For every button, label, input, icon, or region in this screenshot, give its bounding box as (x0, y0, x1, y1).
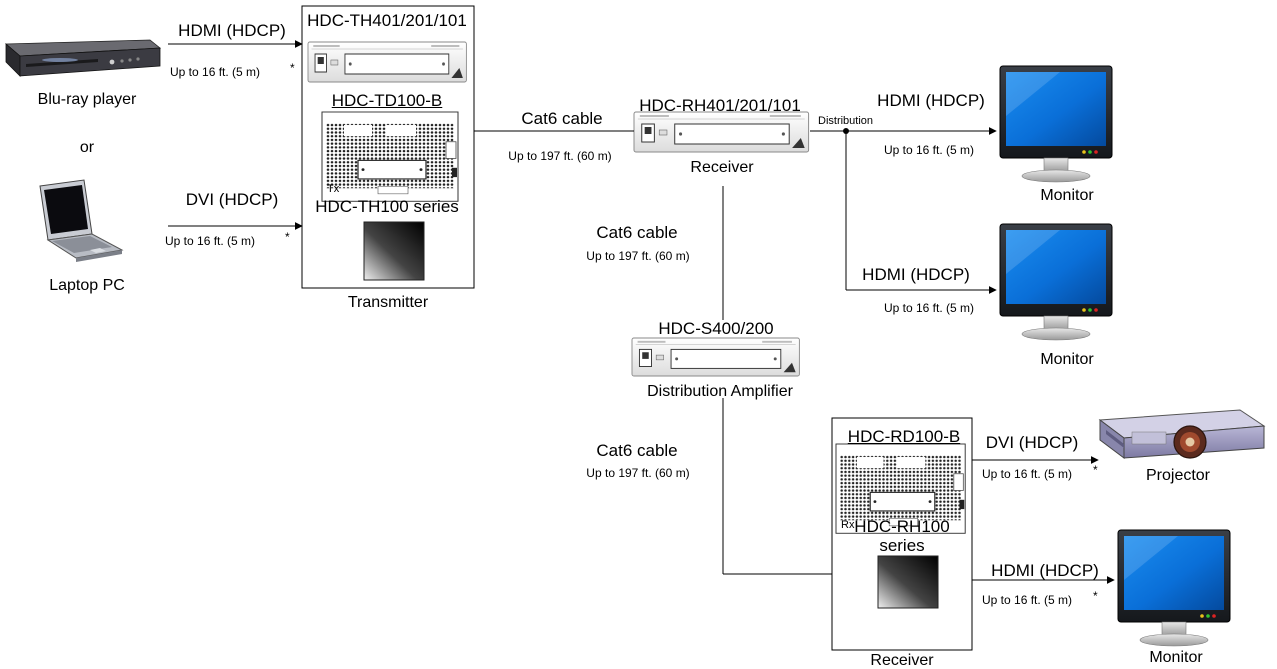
transmitter-enclosure (301, 5, 475, 289)
bluray-player-label: Blu-ray player (37, 91, 137, 108)
dvi-output-label: DVI (HDCP) (985, 433, 1079, 452)
cat6-cable-1-length: Up to 197 ft. (60 m) (508, 149, 612, 163)
laptop-icon (39, 179, 124, 262)
hdmi-output-1-label: HDMI (HDCP) (877, 91, 985, 110)
monitor2-icon (999, 223, 1113, 341)
hdc-rh100-model-label-line2: series (879, 536, 925, 555)
cat6-cable-3-label: Cat6 cable (596, 441, 678, 460)
hdmi-output-2-label: HDMI (HDCP) (862, 265, 970, 284)
hdmi-input-asterisk: * (290, 61, 295, 75)
dvi-output-length: Up to 16 ft. (5 m) (982, 467, 1073, 481)
hdc-rh401-model-label: HDC-RH401/201/101 (639, 96, 801, 115)
monitor1-label: Monitor (1040, 187, 1094, 204)
or-label: or (79, 139, 95, 156)
receiver1-label: Receiver (690, 159, 754, 176)
dvi-input-label: DVI (HDCP) (185, 190, 279, 209)
projector-icon (1098, 409, 1266, 459)
hdmi-output-2-length: Up to 16 ft. (5 m) (883, 301, 975, 315)
hdc-td100-device-icon (321, 111, 459, 202)
monitor1-icon (999, 65, 1113, 183)
receiver2-enclosure (831, 417, 973, 651)
hdc-th100-model-label: HDC-TH100 series (315, 197, 459, 216)
laptop-label: Laptop PC (49, 277, 125, 294)
distribution-amplifier-label: Distribution Amplifier (647, 383, 793, 400)
hdc-th401-model-label: HDC-TH401/201/101 (307, 11, 467, 30)
hdmi-output-3-label: HDMI (HDCP) (991, 561, 1099, 580)
cat6-cable-2-length: Up to 197 ft. (60 m) (586, 249, 690, 263)
bluray-player-icon (4, 39, 162, 77)
dvi-input-asterisk: * (285, 230, 290, 244)
hdmi-input-label: HDMI (HDCP) (178, 21, 286, 40)
dvi-output-asterisk: * (1093, 463, 1098, 477)
distribution-label: Distribution (818, 115, 874, 127)
hdc-th100-device-icon (363, 221, 425, 281)
connection-lines (168, 40, 1115, 584)
hdc-rh100-model-label-line1: HDC-RH100 (854, 517, 950, 536)
monitor2-label: Monitor (1040, 351, 1094, 368)
cat6-cable-1-label: Cat6 cable (521, 109, 603, 128)
hdc-th401-device-icon (307, 41, 467, 83)
rd100-rx-marking: Rx (841, 519, 855, 531)
monitor3-icon (1117, 529, 1231, 647)
hdc-s400-device-icon (631, 337, 800, 377)
receiver2-label: Receiver (870, 652, 934, 669)
cat6-cable-2-label: Cat6 cable (596, 223, 678, 242)
monitor3-label: Monitor (1149, 649, 1203, 666)
cat6-cable-3-length: Up to 197 ft. (60 m) (586, 466, 690, 480)
hdmi-output-1-length: Up to 16 ft. (5 m) (883, 143, 975, 157)
hdc-rh401-device-icon (633, 111, 810, 153)
hdc-s400-model-label: HDC-S400/200 (658, 319, 774, 338)
td100-tx-marking: Tx (327, 183, 340, 195)
projector-label: Projector (1145, 467, 1211, 484)
hdmi-output-3-length: Up to 16 ft. (5 m) (982, 593, 1073, 607)
hdmi-input-length: Up to 16 ft. (5 m) (170, 65, 261, 79)
distribution-junction (843, 128, 849, 134)
hdmi-output-3-asterisk: * (1093, 589, 1098, 603)
hdc-rd100-model-label: HDC-RD100-B (847, 427, 961, 446)
dvi-input-length: Up to 16 ft. (5 m) (165, 234, 256, 248)
hdc-rh100-device-icon (877, 555, 939, 609)
hdc-td100-model-label: HDC-TD100-B (331, 91, 443, 110)
transmitter-label: Transmitter (347, 294, 429, 311)
